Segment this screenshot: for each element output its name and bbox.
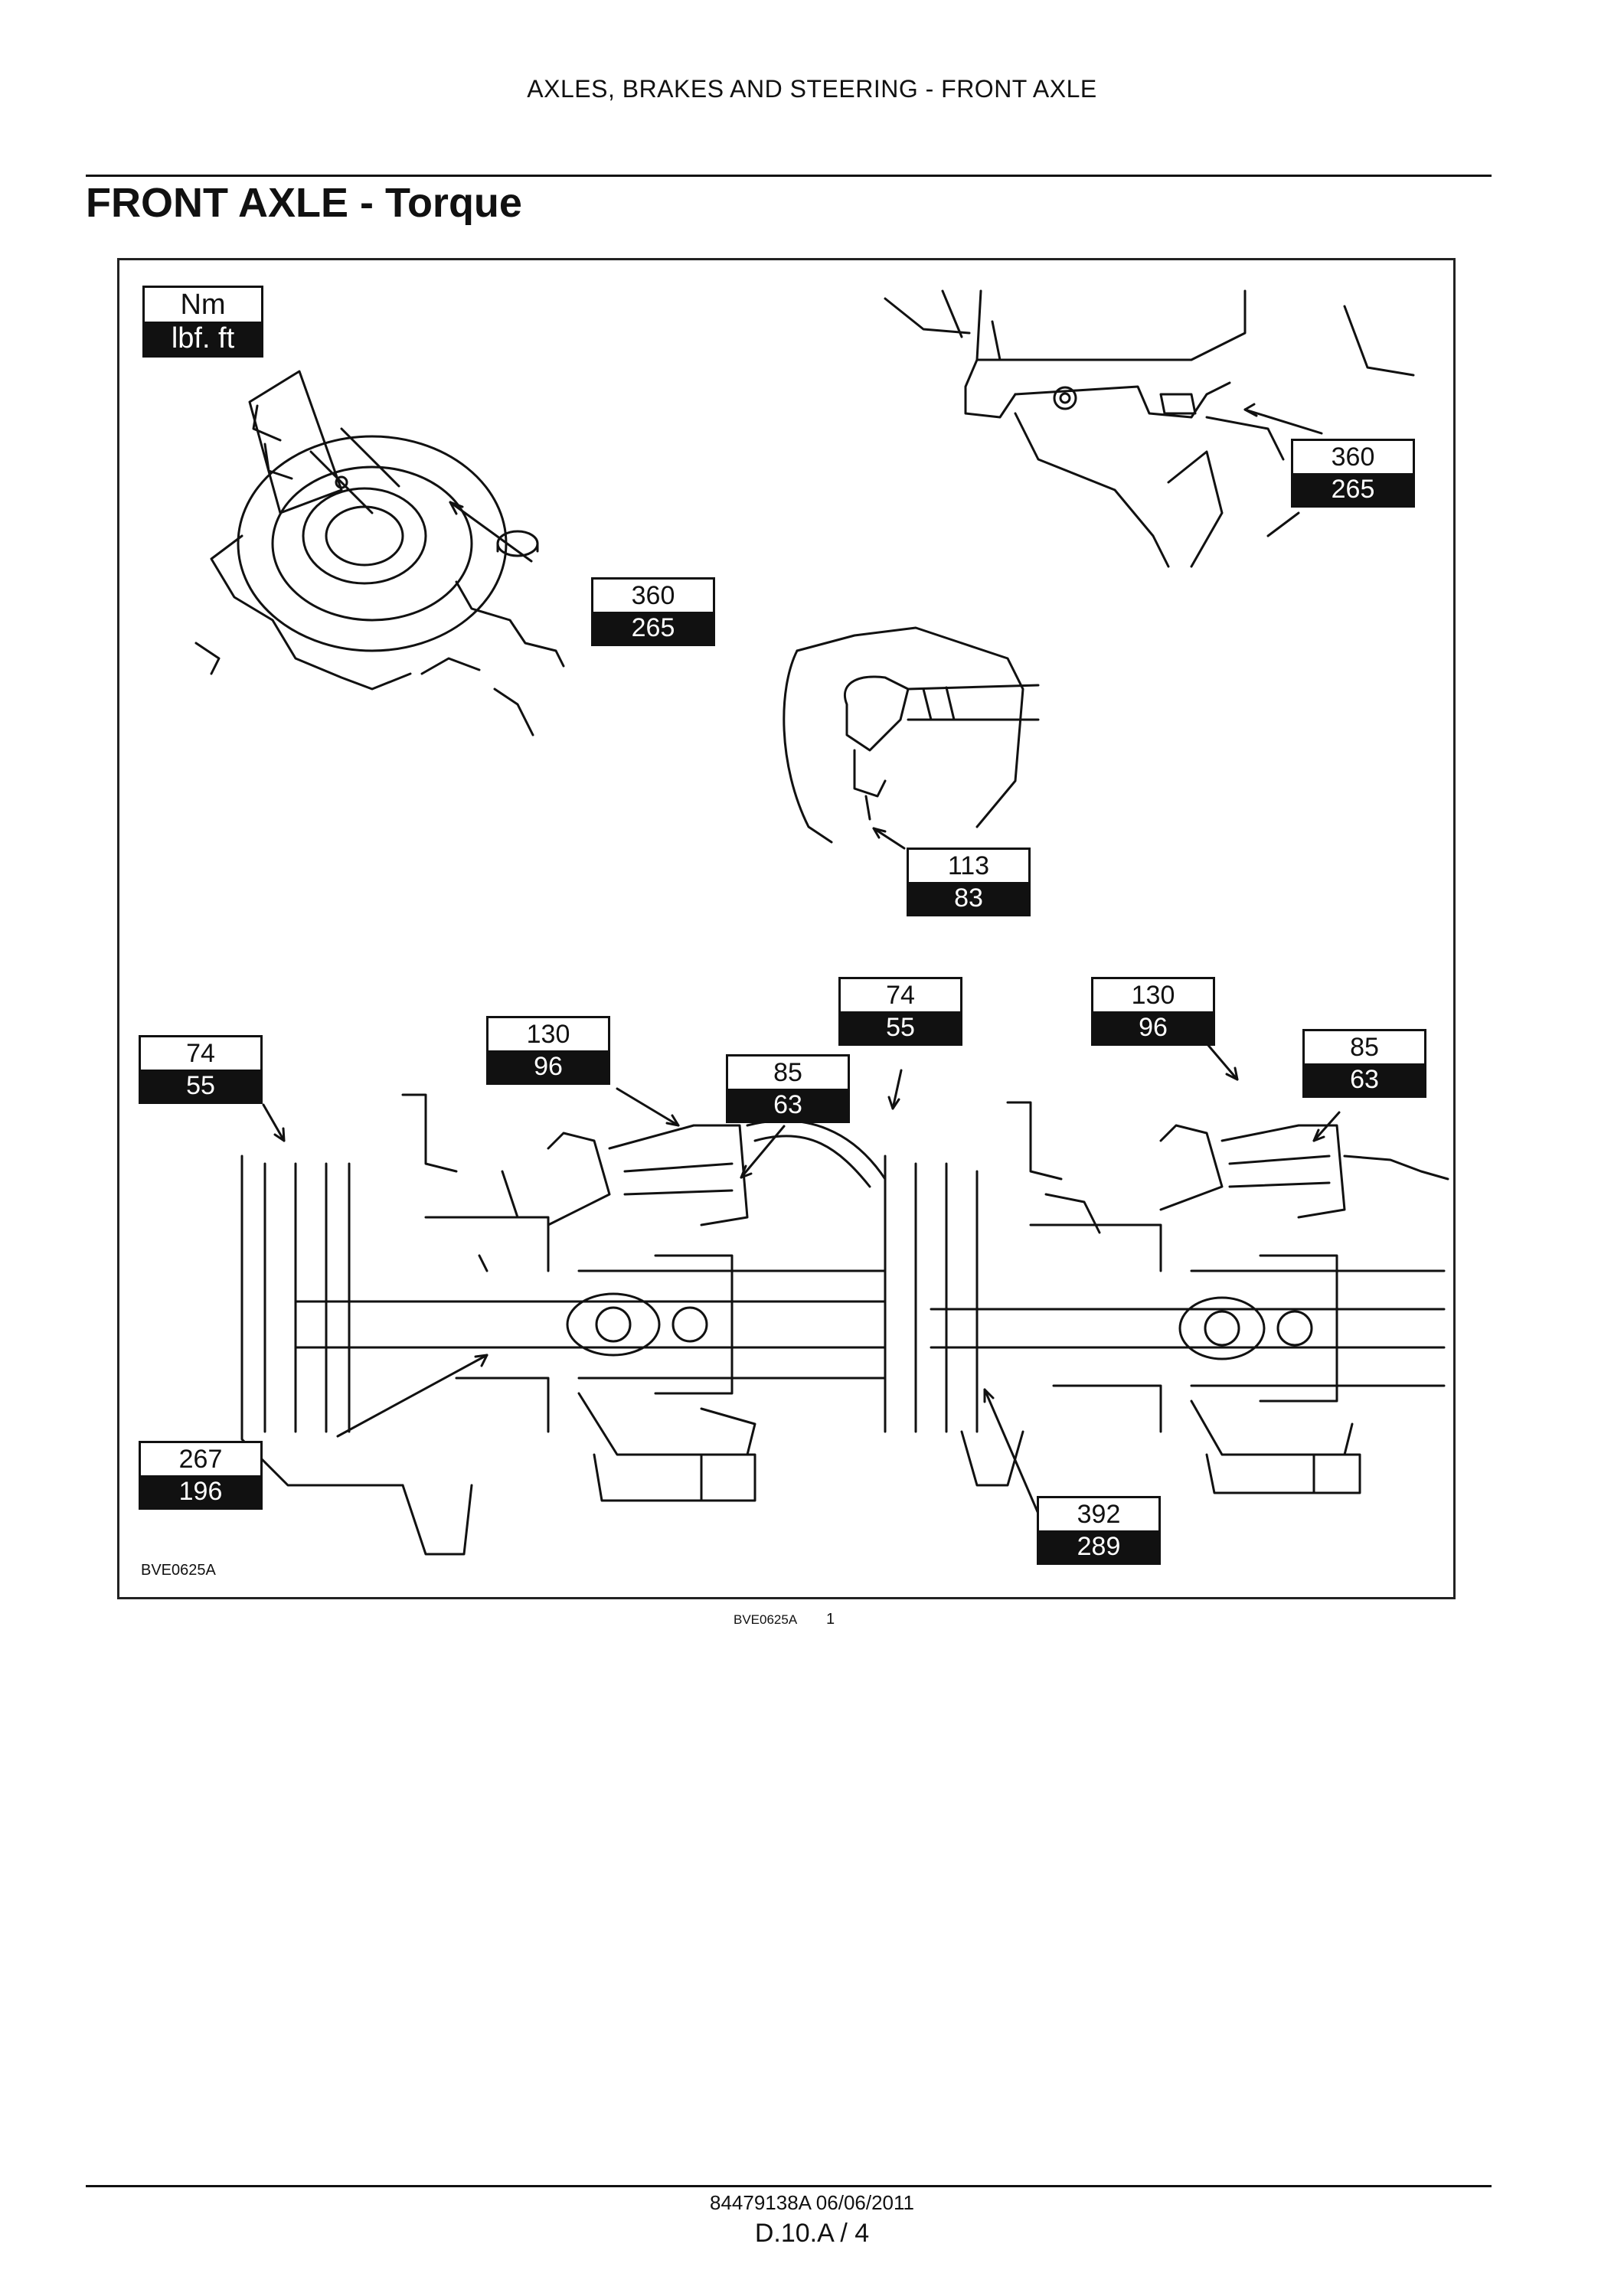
torque-callout-flange-bolt: 360 265 xyxy=(591,577,715,646)
torque-callout-track-rod-end: 113 83 xyxy=(907,848,1031,916)
caption-number: 1 xyxy=(825,1611,835,1628)
figure-image-code: BVE0625A xyxy=(141,1562,216,1579)
torque-callout-right-hub-bolt: 74 55 xyxy=(838,977,962,1046)
page-number: D.10.A / 4 xyxy=(754,2219,870,2248)
torque-nm: 392 xyxy=(1077,1500,1121,1529)
document-number: 84479138A 06/06/2011 xyxy=(709,2191,914,2214)
torque-callout-mount-bolt: 360 265 xyxy=(1291,439,1415,508)
left-hub-section-drawing xyxy=(240,1093,887,1556)
torque-nm: 85 xyxy=(1350,1033,1379,1062)
torque-lbf-ft: 63 xyxy=(728,1089,848,1121)
leader-lines xyxy=(262,403,1341,1533)
torque-lbf-ft: 63 xyxy=(1305,1063,1424,1096)
figure-caption: BVE0625A 1 xyxy=(734,1611,835,1628)
torque-units-legend: Nm lbf. ft xyxy=(142,286,263,358)
right-hub-section-drawing xyxy=(884,1101,1449,1494)
footer-rule xyxy=(86,2185,1492,2187)
torque-nm: 74 xyxy=(186,1039,215,1068)
mount-drawing xyxy=(884,289,1415,568)
torque-lbf-ft: 265 xyxy=(593,612,713,644)
torque-callout-right-housing-bolt: 85 63 xyxy=(1302,1029,1426,1098)
header-rule xyxy=(86,175,1492,177)
track-rod-drawing xyxy=(783,626,1040,844)
torque-lbf-ft: 96 xyxy=(489,1050,608,1083)
torque-nm: 267 xyxy=(178,1445,223,1474)
running-header: AXLES, BRAKES AND STEERING - FRONT AXLE xyxy=(527,75,1097,103)
torque-callout-left-housing-bolt: 85 63 xyxy=(726,1054,850,1123)
torque-lbf-ft: 83 xyxy=(909,882,1028,914)
torque-nm: 360 xyxy=(1331,443,1375,472)
torque-callout-left-caliper: 130 96 xyxy=(486,1016,610,1085)
torque-lbf-ft: 55 xyxy=(841,1011,960,1043)
torque-lbf-ft: 196 xyxy=(141,1475,260,1507)
metric-unit-label: Nm xyxy=(180,289,226,321)
imperial-unit-label: lbf. ft xyxy=(145,322,261,355)
axle-drawing xyxy=(194,289,1449,1556)
torque-callout-left-hub-bolt: 74 55 xyxy=(139,1035,263,1104)
torque-figure: Nm lbf. ft 360 265 360 265 113 83 74 55 … xyxy=(117,258,1456,1599)
torque-nm: 360 xyxy=(631,581,675,610)
torque-nm: 130 xyxy=(1131,981,1175,1010)
torque-nm: 113 xyxy=(947,851,990,880)
torque-nm: 74 xyxy=(886,981,915,1010)
torque-lbf-ft: 55 xyxy=(141,1070,260,1102)
torque-lbf-ft: 289 xyxy=(1039,1530,1158,1563)
torque-lbf-ft: 96 xyxy=(1093,1011,1213,1043)
page-title: FRONT AXLE - Torque xyxy=(86,180,522,226)
torque-lbf-ft: 265 xyxy=(1293,473,1413,505)
torque-nm: 85 xyxy=(773,1058,802,1087)
torque-callout-right-ring-nut: 392 289 xyxy=(1037,1496,1161,1565)
torque-callout-right-caliper: 130 96 xyxy=(1091,977,1215,1046)
caption-code: BVE0625A xyxy=(734,1612,797,1627)
flange-assembly-drawing xyxy=(194,370,565,736)
torque-callout-left-flange-screw: 267 196 xyxy=(139,1441,263,1510)
torque-nm: 130 xyxy=(526,1020,570,1049)
